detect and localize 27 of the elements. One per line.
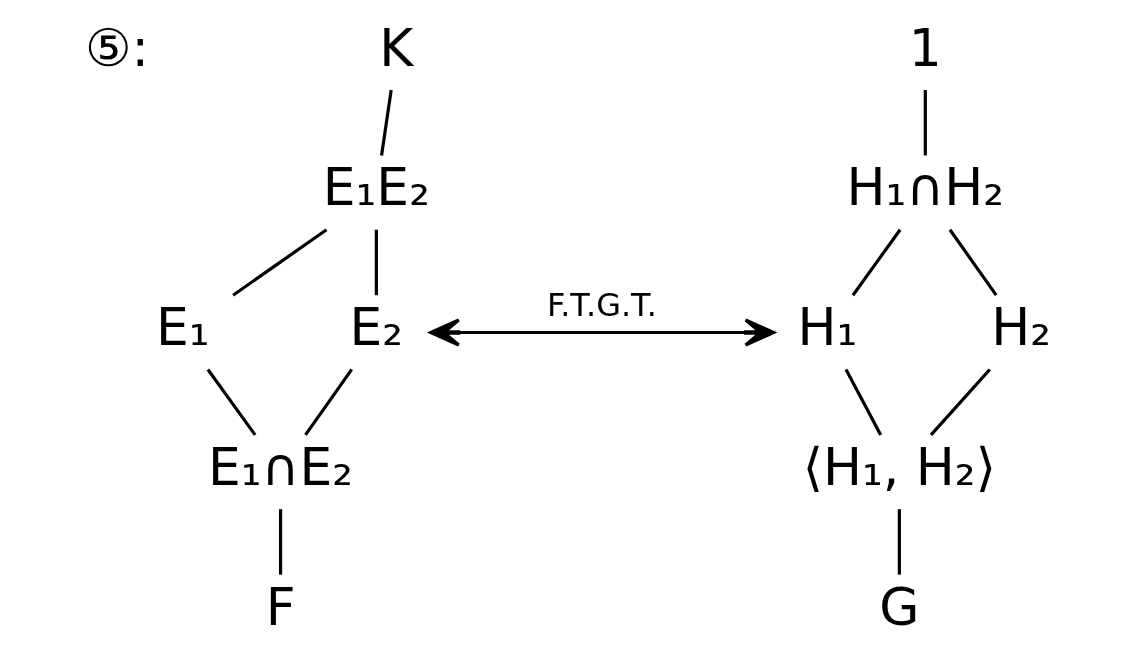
node-text: H₁ [797, 297, 857, 358]
connector [897, 509, 901, 575]
node-text: H₁∩H₂ [846, 157, 1004, 218]
node-text: 1 [908, 17, 942, 78]
node-text: F [265, 576, 295, 637]
connector [231, 228, 327, 297]
connector [844, 368, 882, 436]
connector [948, 228, 997, 297]
node-text: K [378, 17, 413, 78]
node-text: E₂ [349, 297, 403, 358]
node-text: H₂ [990, 297, 1051, 358]
node-text: E₁E₂ [322, 157, 430, 218]
connector [303, 368, 353, 436]
connector [278, 509, 282, 575]
node-text: ⟨H₁, H₂⟩ [802, 436, 996, 497]
connector [206, 368, 256, 436]
node-text: E₁ [155, 297, 210, 358]
node-text: E₁∩E₂ [207, 436, 353, 497]
connector [923, 90, 927, 156]
label: ⑤: [84, 17, 149, 78]
node-text: G [878, 576, 919, 637]
edge-label: F.T.G.T. [546, 286, 657, 325]
arrow [428, 318, 775, 347]
connector [851, 228, 901, 297]
connector [374, 229, 378, 296]
connector [929, 368, 991, 436]
connector [379, 89, 393, 156]
